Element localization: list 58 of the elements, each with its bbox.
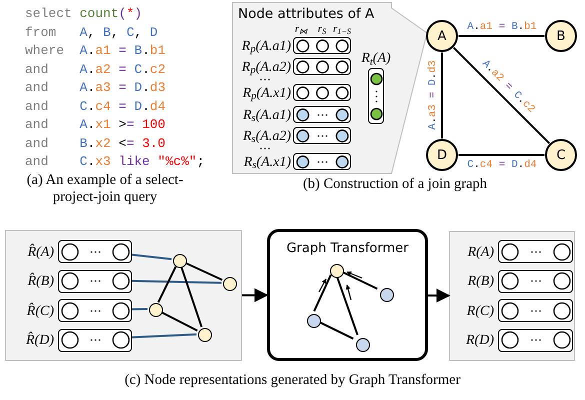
code-line: and A.a2 = C.c2: [25, 60, 166, 78]
vector-label: R$_{p}$(A.a1): [242, 38, 291, 54]
connector-line: [131, 308, 148, 310]
column-header: r$_{⋈}$: [294, 24, 308, 35]
connector-line: [130, 254, 172, 260]
vector-label: R$_{s}$(A.a2): [242, 128, 291, 144]
column-header: r$_{S}$: [318, 24, 326, 35]
vector-label: R$_{s}$(A.x1): [244, 154, 291, 170]
connector-line: [458, 154, 544, 156]
connector-line: [180, 266, 203, 328]
subfigure-caption: (b) Construction of a join graph: [302, 176, 488, 193]
connector-line: [161, 312, 198, 332]
module-title: Graph Transformer: [285, 241, 410, 258]
module-box: [267, 229, 428, 361]
code-line: and C.c4 = D.d4: [25, 98, 166, 116]
node-label: A: [438, 30, 446, 42]
connector-line: [130, 280, 222, 284]
edge-label: A.a1 = B.b1: [466, 22, 538, 32]
connector-line: [157, 266, 177, 303]
connector-line: [452, 46, 550, 144]
code-line: from A, B, C, D: [25, 24, 159, 42]
arrow: [428, 288, 450, 303]
vector-label: R$_{t}$(A): [360, 51, 392, 66]
vector-label: R̂(C): [26, 304, 54, 318]
arrow: [242, 288, 268, 302]
vector-label: R(A): [468, 244, 494, 260]
connector-line: [458, 35, 544, 37]
node-label: D: [436, 148, 447, 162]
subfigure-caption: (a) An example of a select-project-join query: [26, 172, 184, 206]
vector-label: R(B): [468, 274, 494, 289]
code-line: select count(*): [25, 5, 144, 23]
vector-label: R(D): [466, 333, 494, 348]
vector-label: R̂(A): [28, 244, 54, 260]
vector-label: R$_{p}$(A.a2): [242, 60, 291, 74]
node-label: B: [556, 30, 566, 42]
code-line: where A.a1 = B.b1: [25, 42, 166, 60]
edge-label: A.a3 = D.d3: [428, 59, 438, 131]
panel-title: Node attributes of A: [238, 6, 374, 23]
connector-line: [441, 52, 443, 138]
vector-label: R$_{s}$(A.a1): [242, 108, 291, 122]
connector-line: [313, 274, 332, 312]
callout-panel: [232, 2, 428, 174]
code-line: and A.a3 = D.d3: [25, 79, 166, 97]
column-header: r$_{1−S}$: [332, 24, 352, 35]
vector-label: R$_{p}$(A.x1): [242, 86, 291, 100]
node-label: C: [556, 148, 566, 162]
vector-label: R̂(B): [28, 274, 54, 289]
code-line: and C.x3 like "%c%";: [25, 153, 204, 171]
connector-line: [130, 333, 197, 338]
code-line: and A.x1 >= 100: [25, 116, 166, 134]
edge-label: C.c4 = D.d4: [466, 160, 538, 170]
panel: [5, 230, 242, 361]
vector-label: R(C): [466, 304, 494, 318]
vector-label: R̂(D): [26, 333, 54, 348]
code-line: and B.x2 <= 3.0: [25, 134, 166, 152]
panel: [449, 231, 575, 361]
subfigure-caption: (c) Node representations generated by Graph Transformer: [124, 372, 462, 389]
connector-line: [185, 262, 223, 281]
